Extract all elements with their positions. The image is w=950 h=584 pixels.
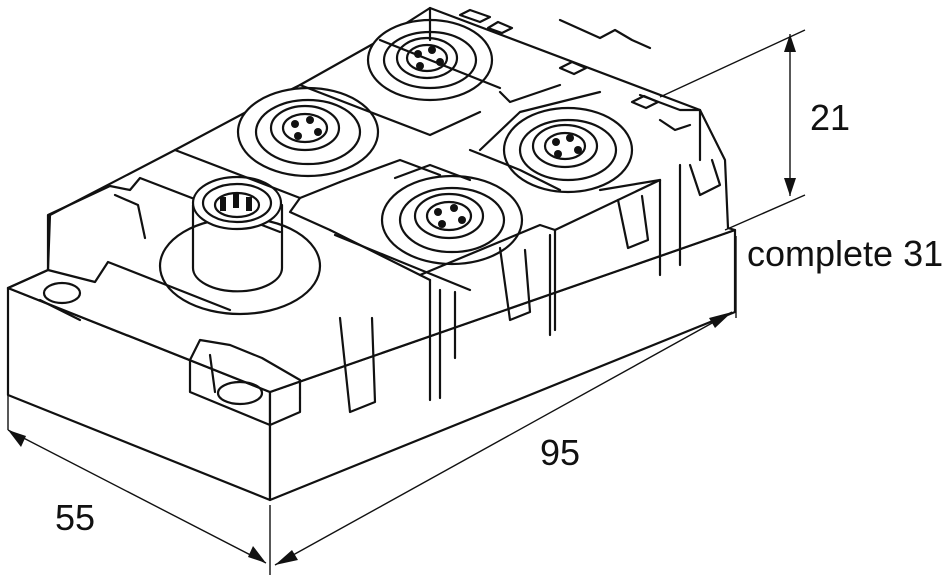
housing-body xyxy=(6,6,737,502)
rear-slots xyxy=(458,8,702,162)
mounting-hole-left xyxy=(42,281,82,305)
socket-front xyxy=(380,174,524,266)
dimension-label-length: 95 xyxy=(540,432,580,473)
dimension-height xyxy=(659,29,806,231)
dimension-label-complete: complete 31 xyxy=(747,233,943,274)
m12-male-connector xyxy=(158,175,322,316)
front-mounting-lug xyxy=(188,338,302,427)
socket-upper-left xyxy=(236,86,380,178)
latch-clips xyxy=(338,158,722,414)
left-end-cap xyxy=(6,176,282,322)
dimension-label-width: 55 xyxy=(55,497,95,538)
dimension-label-height: 21 xyxy=(810,97,850,138)
dimension-length xyxy=(269,311,733,575)
mounting-hole-front xyxy=(216,380,264,406)
module-panels xyxy=(173,6,682,402)
socket-right xyxy=(502,106,634,194)
dimension-width xyxy=(7,365,267,564)
